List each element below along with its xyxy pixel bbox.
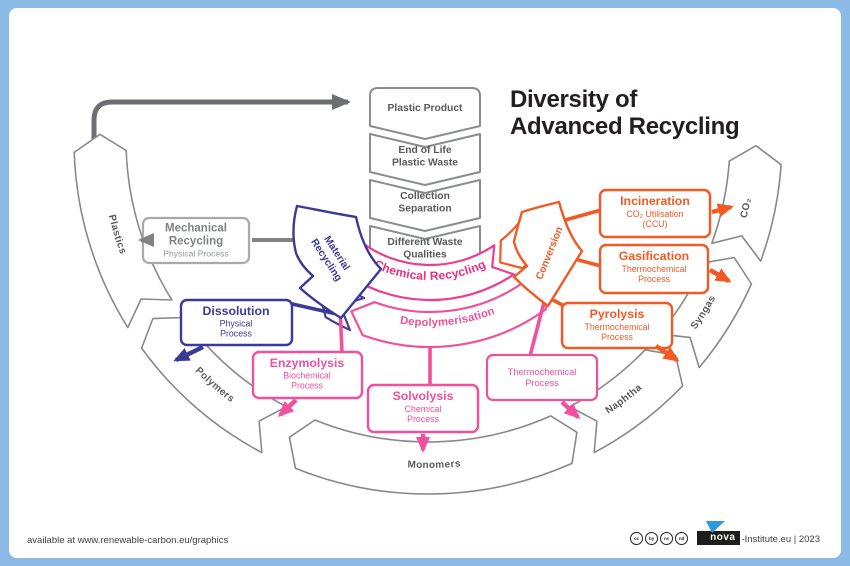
segment-material-recycling [292,204,383,320]
cc-nd-icon: nd [675,531,689,545]
cc-icon: cc [630,531,644,545]
svg-text:Process: Process [407,414,439,424]
svg-text:(CCU): (CCU) [643,219,668,229]
arrow-gasification-to-syngas [708,268,732,283]
flag-label-plastic-product: Plastic Product [388,103,464,114]
svg-text:CO₂ Utilisation: CO₂ Utilisation [626,209,683,219]
box-incineration: Incineration CO₂ Utilisation (CCU) [598,188,712,239]
flag-end-of-life [369,133,481,186]
nova-institute-logo: nova -Institute.eu | 2023 [697,521,820,545]
box-pyrolysis: Pyrolysis Thermochemical Process [560,301,674,350]
box-solvolysis: Solvolysis Chemical Process [366,383,480,434]
page-title: Diversity of Advanced Recycling [510,86,740,140]
svg-text:Thermochemical: Thermochemical [621,264,686,274]
svg-text:Process: Process [291,381,323,391]
nova-wordmark: nova [697,531,741,545]
svg-text:Pyrolysis: Pyrolysis [590,307,645,321]
cc-nc-icon: nc [660,531,674,545]
ring-label-co2: CO₂ [739,197,754,219]
brand-footer: cc by nc nd nova -Institute.eu | 2023 [630,521,820,545]
arrow-dissolution-to-polymers [173,344,204,363]
box-dissolution: Dissolution Physical Process [179,298,294,347]
svg-text:Gasification: Gasification [619,249,689,263]
svg-text:Biochemical: Biochemical [283,371,330,381]
arrow-thermochemical-to-monomers [560,400,581,420]
svg-text:Process: Process [220,329,252,339]
box-mechanical-recycling: Mechanical Recycling Physical Process [141,216,251,265]
segment-conversion [512,200,584,308]
flag-collection-separation [369,179,481,232]
svg-text:Process: Process [601,332,633,342]
ring-segment-co2 [711,144,782,262]
box-gasification: Gasification Thermochemical Process [598,243,710,295]
arrow-incineration-to-co2 [711,203,734,218]
svg-text:Dissolution: Dissolution [203,304,270,318]
nova-flag-icon [706,521,726,533]
box-thermochemical-process: Thermochemical Process [485,353,599,402]
svg-text:Mechanical: Mechanical [165,223,227,235]
ring-segment-monomers [288,415,578,495]
cc-by-icon: by [645,531,659,545]
svg-text:Thermochemical: Thermochemical [584,322,649,332]
cc-license-icons: cc by nc nd [630,531,689,545]
svg-text:Process: Process [638,274,670,284]
arrow-enzymolysis-to-monomers [277,398,298,418]
ring-label-monomers: Monomers [407,458,461,471]
ring-segment-naphtha [569,349,684,454]
band-chemical-recycling [336,239,515,302]
svg-text:Chemical: Chemical [405,404,442,414]
svg-text:Physical: Physical [220,319,253,329]
svg-text:Process: Process [525,378,559,388]
box-enzymolysis: Enzymolysis Biochemical Process [251,350,364,400]
svg-text:Incineration: Incineration [620,194,690,208]
availability-note: available at www.renewable-carbon.eu/gra… [27,535,229,546]
title-line-1: Diversity of [510,86,638,113]
ring-segment-plastics [73,133,173,329]
arrow-pyrolysis-to-naphtha [654,344,680,362]
flag-plastic-product [369,87,481,140]
svg-text:Solvolysis: Solvolysis [393,389,454,403]
loop-arrow-plastics-to-product [91,94,351,160]
svg-text:Enzymolysis: Enzymolysis [270,356,345,370]
svg-text:Thermochemical: Thermochemical [508,367,577,377]
title-line-2: Advanced Recycling [510,113,740,140]
svg-text:Recycling: Recycling [169,236,223,248]
nova-institute-text: -Institute.eu | 2023 [741,534,820,545]
svg-text:Physical Process: Physical Process [163,249,228,259]
